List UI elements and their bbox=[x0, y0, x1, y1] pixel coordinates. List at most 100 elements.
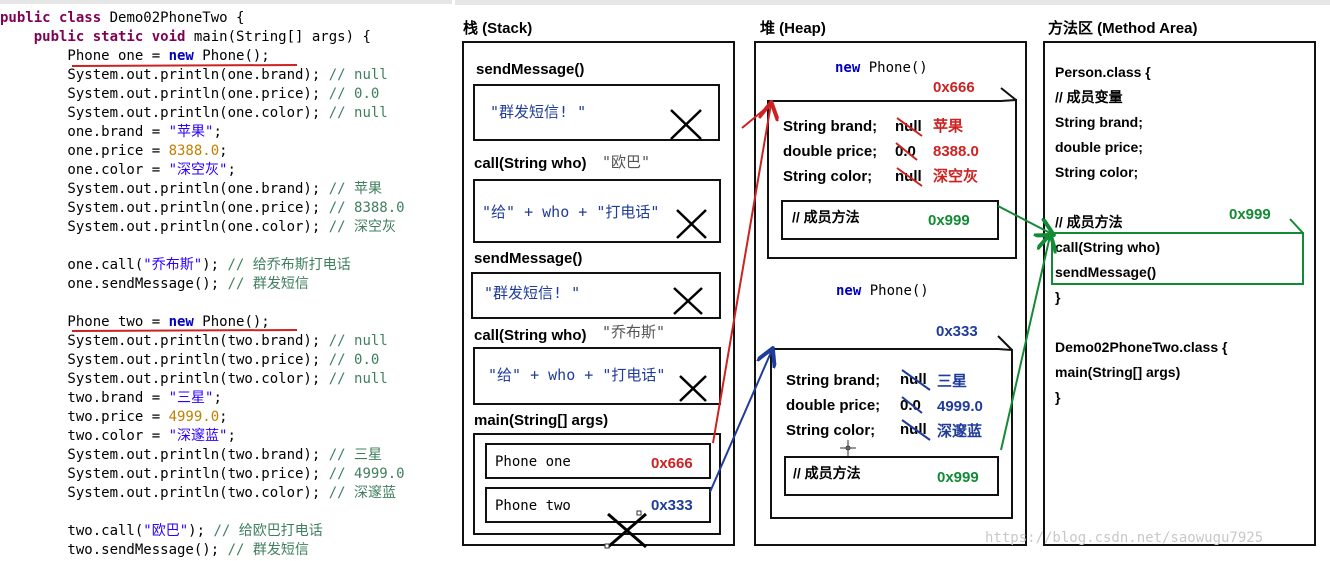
code-token: Phone(); bbox=[193, 314, 270, 330]
code-token: System.out.println(two.color); bbox=[0, 485, 329, 501]
stack-frame4-label: call(String who) bbox=[474, 327, 587, 344]
code-token: System.out.println(one.price); bbox=[0, 86, 329, 102]
code-token: ); bbox=[202, 257, 228, 273]
code-token: // 群发短信 bbox=[227, 542, 309, 558]
code-token: // 三星 bbox=[328, 447, 383, 463]
heap-title: 堆 (Heap) bbox=[760, 19, 826, 37]
heap-obj2-color-new: 深邃蓝 bbox=[937, 422, 982, 440]
arrow-obj1-methods bbox=[997, 205, 1052, 234]
stack-var-one-addr: 0x666 bbox=[651, 455, 693, 472]
stack-frame3-label: sendMessage() bbox=[474, 250, 582, 267]
stack-box bbox=[462, 41, 735, 546]
heap-obj2-field-price: double price; bbox=[786, 397, 880, 414]
code-token: System.out.println(two.brand); bbox=[0, 447, 329, 463]
code-token: // 8388.0 bbox=[328, 200, 405, 216]
code-token: // 群发短信 bbox=[227, 276, 309, 292]
code-line: System.out.println(one.price); // 8388.0 bbox=[0, 199, 405, 218]
method-area-line-4: double price; bbox=[1055, 139, 1143, 155]
method-area-methods-box bbox=[1051, 232, 1304, 285]
code-token: System.out.println(two.color); bbox=[0, 371, 329, 387]
heap-obj1-field-brand: String brand; bbox=[783, 118, 877, 135]
stack-frame2-x-mark bbox=[676, 209, 707, 239]
code-editor: public class Demo02PhoneTwo { public sta… bbox=[0, 0, 452, 561]
code-token: two.call( bbox=[0, 523, 144, 539]
code-token: "乔布斯" bbox=[143, 257, 203, 273]
heap-obj1-methods-box bbox=[781, 200, 999, 240]
heap-obj2-addr: 0x333 bbox=[936, 323, 978, 340]
code-line: System.out.println(two.price); // 0.0 bbox=[0, 351, 379, 370]
watermark: https://blog.csdn.net/saowugu7925 bbox=[985, 530, 1264, 546]
code-token: System.out.println(one.color); bbox=[0, 219, 329, 235]
code-line: Phone two = new Phone(); bbox=[0, 313, 270, 332]
heap-obj1-new: new Phone() bbox=[835, 60, 928, 76]
heap-box bbox=[754, 41, 1027, 546]
method-area-line-2: // 成员变量 bbox=[1055, 89, 1123, 105]
code-line: System.out.println(two.brand); // null bbox=[0, 332, 387, 351]
stack-frame1-body: "群发短信! " bbox=[490, 103, 586, 121]
stack-var-two-box bbox=[485, 487, 711, 523]
heap-obj2-methods-box bbox=[784, 456, 999, 496]
stack-title: 栈 (Stack) bbox=[463, 19, 532, 37]
code-token: System.out.println(one.color); bbox=[0, 105, 329, 121]
code-token: ; bbox=[219, 409, 228, 425]
code-line: System.out.println(one.brand); // 苹果 bbox=[0, 180, 382, 199]
heap-obj1-methods: // 成员方法 bbox=[792, 209, 860, 225]
stack-frame1-label: sendMessage() bbox=[476, 61, 584, 78]
code-line: one.sendMessage(); // 群发短信 bbox=[0, 275, 309, 294]
arrow-one-to-heap bbox=[712, 104, 771, 444]
code-token: ; bbox=[219, 143, 228, 159]
editor-top-strip bbox=[0, 0, 452, 4]
heap-obj2-box bbox=[770, 348, 1013, 519]
code-token: System.out.println(two.brand); bbox=[0, 333, 329, 349]
heap-obj1-price-strike bbox=[895, 142, 918, 161]
stack-var-two: Phone two bbox=[495, 498, 571, 514]
code-token: System.out.println(one.brand); bbox=[0, 67, 329, 83]
code-token: 8388.0 bbox=[168, 143, 220, 159]
stack-frame2-box bbox=[473, 179, 721, 243]
heap-obj2-new: new Phone() bbox=[836, 283, 929, 299]
code-token: // 给乔布斯打电话 bbox=[227, 257, 351, 273]
arrow-two-to-heap bbox=[709, 350, 772, 493]
code-line: two.sendMessage(); // 群发短信 bbox=[0, 541, 309, 560]
code-token: System.out.println(one.brand); bbox=[0, 181, 329, 197]
code-token: // 给欧巴打电话 bbox=[213, 523, 323, 539]
method-area-box bbox=[1043, 41, 1316, 546]
stack-frame1-box bbox=[473, 84, 720, 141]
code-token: Phone one = bbox=[0, 48, 169, 64]
code-line: public class Demo02PhoneTwo { bbox=[0, 9, 244, 28]
code-token: ; bbox=[213, 390, 222, 406]
method-area-methods-addr: 0x999 bbox=[1229, 206, 1271, 223]
heap-obj2-color-strike bbox=[901, 419, 931, 441]
method-area-line-6: // 成员方法 bbox=[1055, 214, 1123, 230]
stack-var-one: Phone one bbox=[495, 454, 571, 470]
code-token: one.sendMessage(); bbox=[0, 276, 228, 292]
code-token: System.out.println(two.price); bbox=[0, 352, 329, 368]
code-token: // null bbox=[328, 105, 388, 121]
code-line: System.out.println(one.brand); // null bbox=[0, 66, 387, 85]
heap-obj2-brand-new: 三星 bbox=[937, 373, 967, 390]
code-token: 4999.0 bbox=[168, 409, 220, 425]
code-token: ; bbox=[213, 124, 222, 140]
heap-obj2-field-brand: String brand; bbox=[786, 372, 880, 389]
code-token: ; bbox=[227, 428, 236, 444]
heap-obj2-methods-addr: 0x999 bbox=[937, 469, 979, 486]
heap-obj2-price-old: 0.0 bbox=[900, 397, 921, 414]
heap-obj1-box bbox=[767, 98, 1017, 259]
heap-obj1-methods-addr: 0x999 bbox=[928, 212, 970, 229]
code-token: two.sendMessage(); bbox=[0, 542, 228, 558]
heap-obj2-brand-strike bbox=[901, 369, 931, 391]
code-line: two.call("欧巴"); // 给欧巴打电话 bbox=[0, 522, 323, 541]
code-line: two.brand = "三星"; bbox=[0, 389, 222, 408]
code-token: System.out.println(one.price); bbox=[0, 200, 329, 216]
stack-frame4-box bbox=[473, 347, 721, 405]
stack-main-x-mark bbox=[604, 510, 647, 549]
code-token: System.out.println(two.price); bbox=[0, 466, 329, 482]
code-line: System.out.println(one.price); // 0.0 bbox=[0, 85, 379, 104]
code-token: one.call( bbox=[0, 257, 144, 273]
method-area-title: 方法区 (Method Area) bbox=[1048, 19, 1197, 37]
code-line: System.out.println(two.brand); // 三星 bbox=[0, 446, 382, 465]
code-token: public class bbox=[0, 10, 102, 26]
code-line: two.color = "深邃蓝"; bbox=[0, 427, 236, 446]
underline-one bbox=[71, 64, 298, 67]
